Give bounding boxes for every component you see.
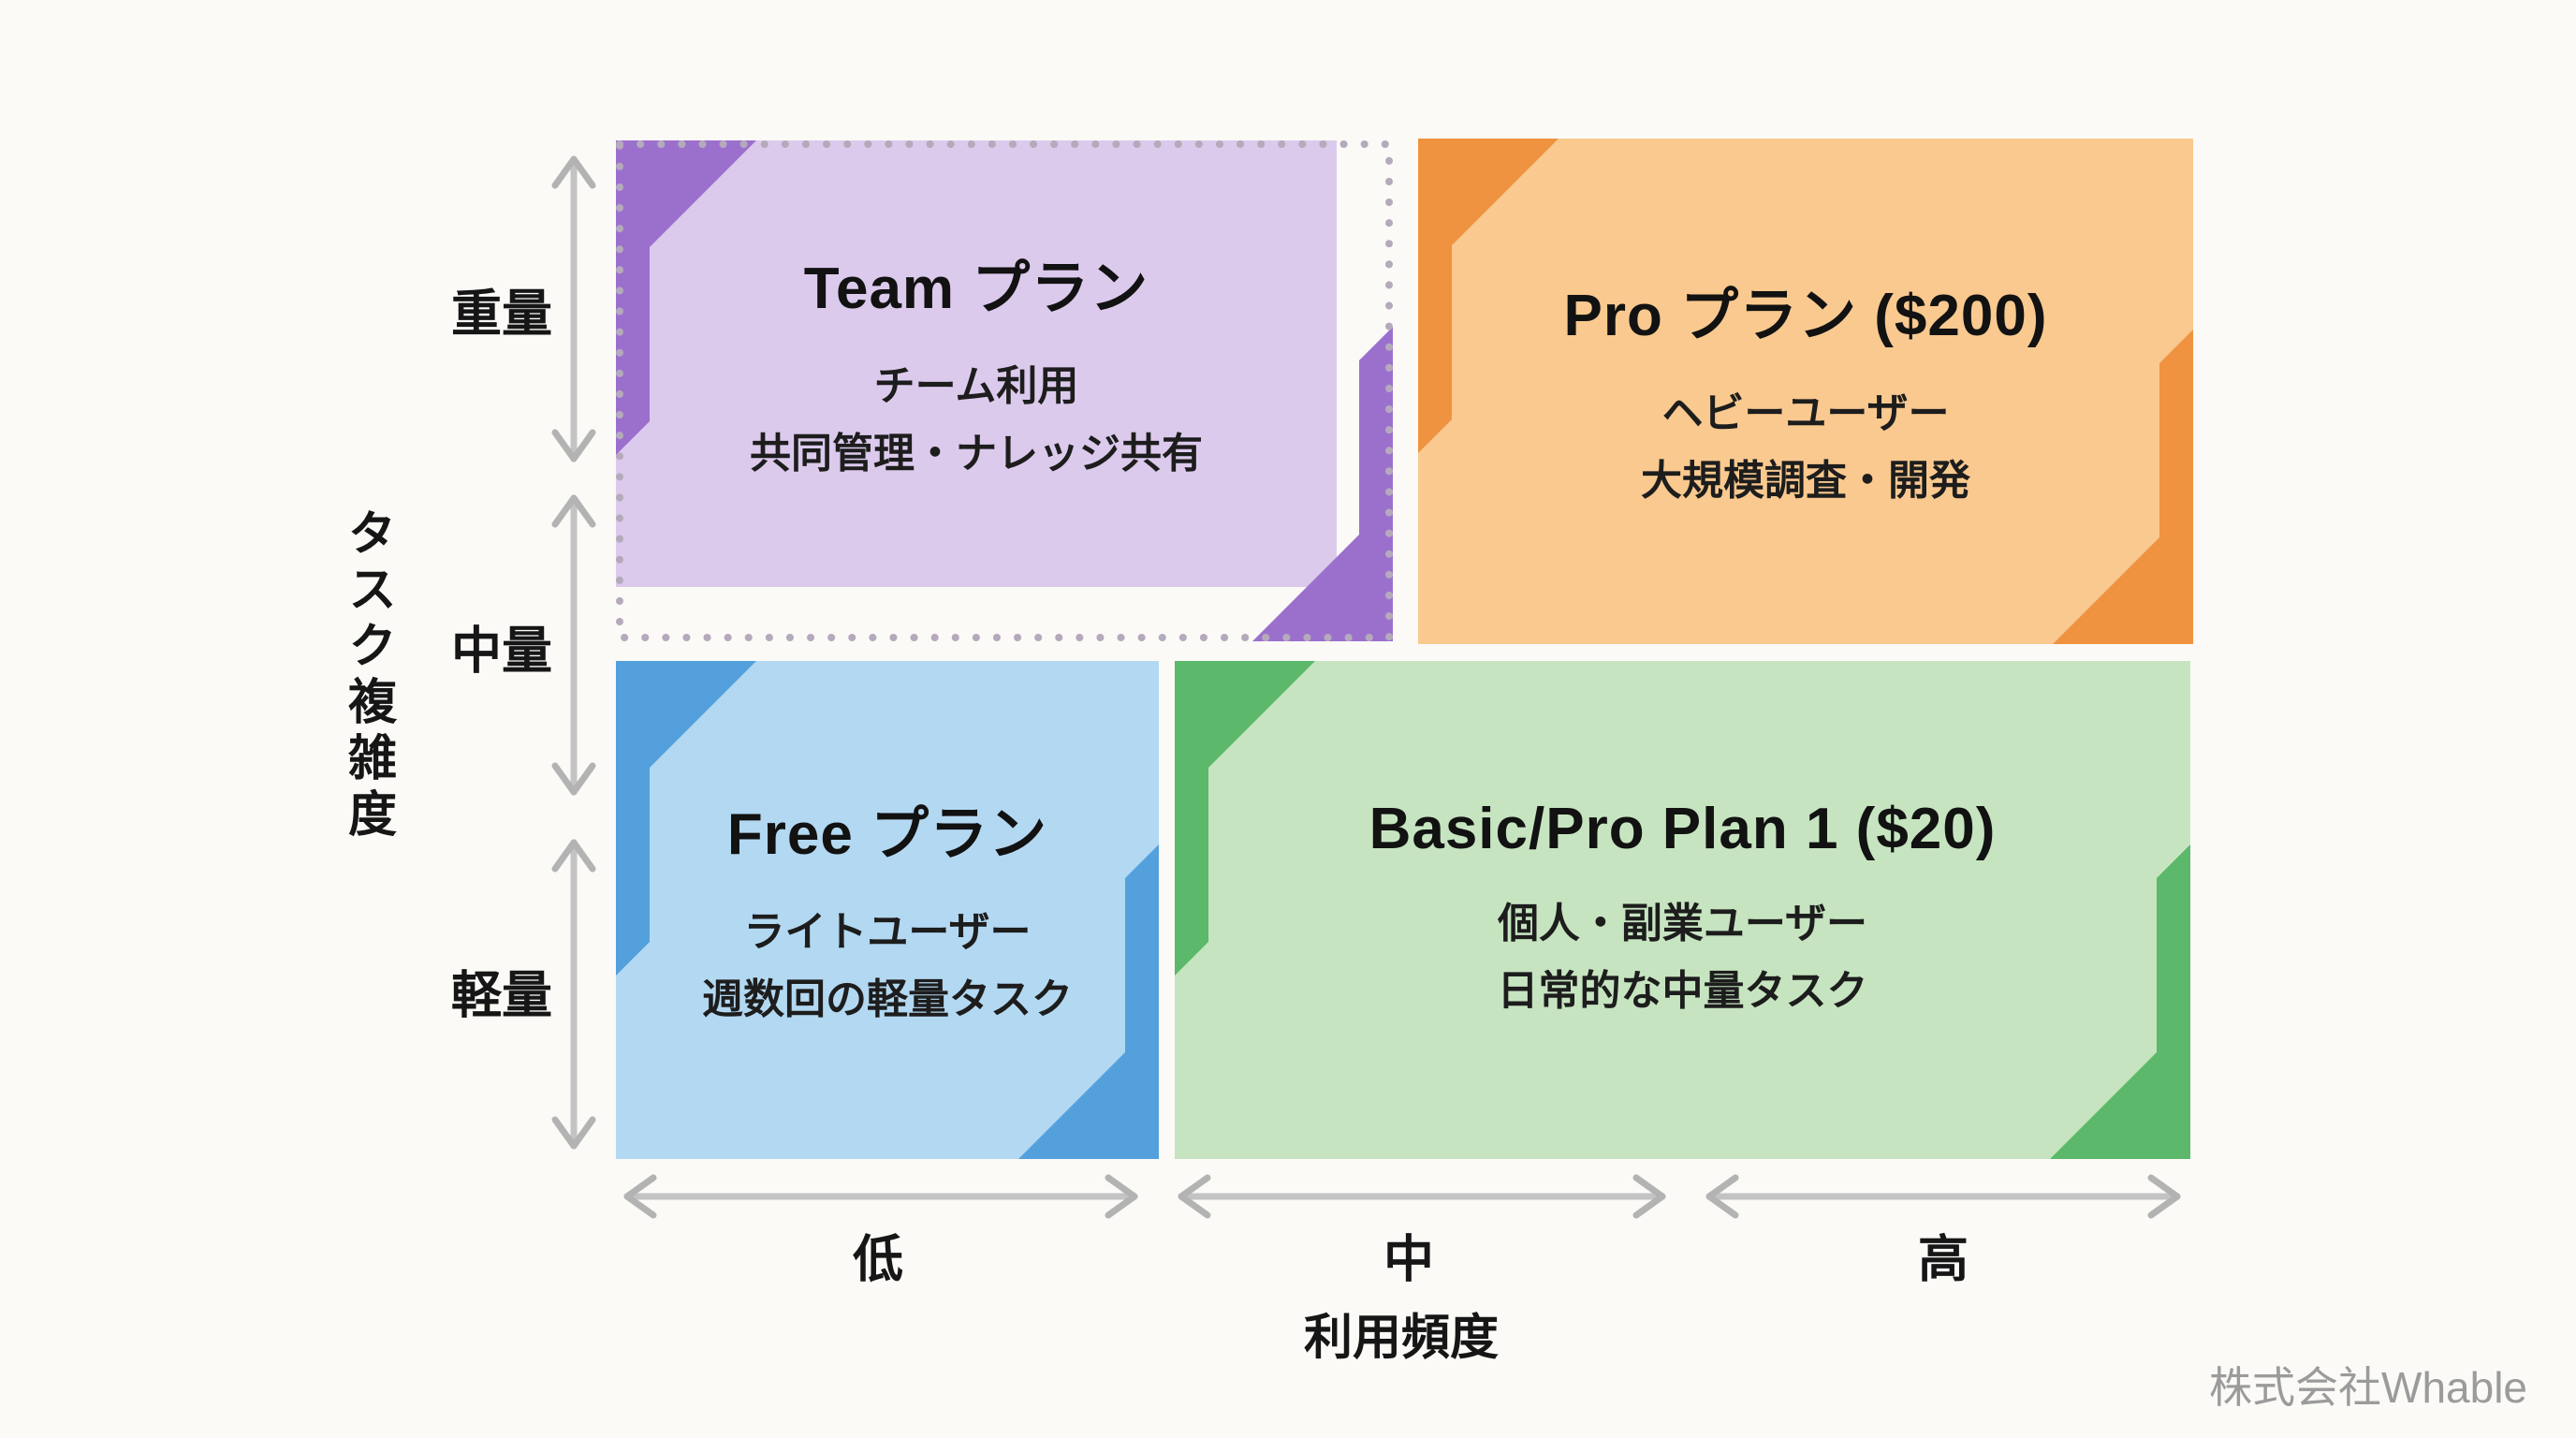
corner-fold-decoration (616, 661, 934, 979)
corner-fold-decoration (841, 841, 1159, 1159)
quadrant-pro-title: Pro プラン ($200) (1563, 284, 2048, 348)
quadrant-pro-background (1418, 139, 2193, 644)
quadrant-pro-plan: Pro プラン ($200) ヘビーユーザー 大規模調査・開発 (1418, 139, 2193, 644)
quadrant-basic-line: 日常的な中量タスク (1497, 967, 1868, 1014)
quadrant-team-line: 共同管理・ナレッジ共有 (750, 430, 1203, 477)
quadrant-team-plan: Team プラン チーム利用 共同管理・ナレッジ共有 (616, 140, 1393, 641)
quadrant-free-line: 週数回の軽量タスク (702, 976, 1073, 1022)
quadrant-free-line: ライトユーザー (743, 909, 1032, 955)
quadrant-basic-plan: Basic/Pro Plan 1 ($20) 個人・副業ユーザー 日常的な中量タ… (1175, 661, 2190, 1159)
corner-fold-decoration (1872, 841, 2190, 1159)
quadrant-pro-line: ヘビーユーザー (1661, 390, 1950, 436)
quadrant-pro-line: 大規模調査・開発 (1641, 458, 1970, 504)
corner-fold-decoration (1175, 661, 1493, 979)
y-axis-label-mid: 中量 (451, 623, 552, 680)
quadrant-free-background (616, 661, 1159, 1159)
quadrant-team-line: チーム利用 (873, 362, 1079, 409)
quadrant-basic-title: Basic/Pro Plan 1 ($20) (1368, 796, 1997, 861)
corner-fold-decoration (1418, 139, 1736, 457)
corner-fold-decoration (1875, 326, 2193, 644)
x-axis-label-high: 高 (1918, 1231, 1969, 1288)
quadrant-basic-line: 個人・副業ユーザー (1497, 900, 1868, 946)
x-axis-label-low: 低 (853, 1231, 903, 1288)
y-axis-label-light: 軽量 (451, 967, 552, 1024)
company-watermark: 株式会社Whable (2209, 1363, 2527, 1412)
y-axis-title: タスク複雑度 (340, 507, 395, 844)
y-axis-label-heavy: 重量 (451, 286, 552, 343)
quadrant-basic-background (1175, 661, 2190, 1159)
x-axis-label-mid: 中 (1383, 1231, 1434, 1288)
quadrant-free-plan: Free プラン ライトユーザー 週数回の軽量タスク (616, 661, 1159, 1159)
quadrant-team-title: Team プラン (803, 256, 1149, 321)
x-axis-title: 利用頻度 (1303, 1311, 1500, 1366)
quadrant-free-title: Free プラン (726, 802, 1048, 867)
